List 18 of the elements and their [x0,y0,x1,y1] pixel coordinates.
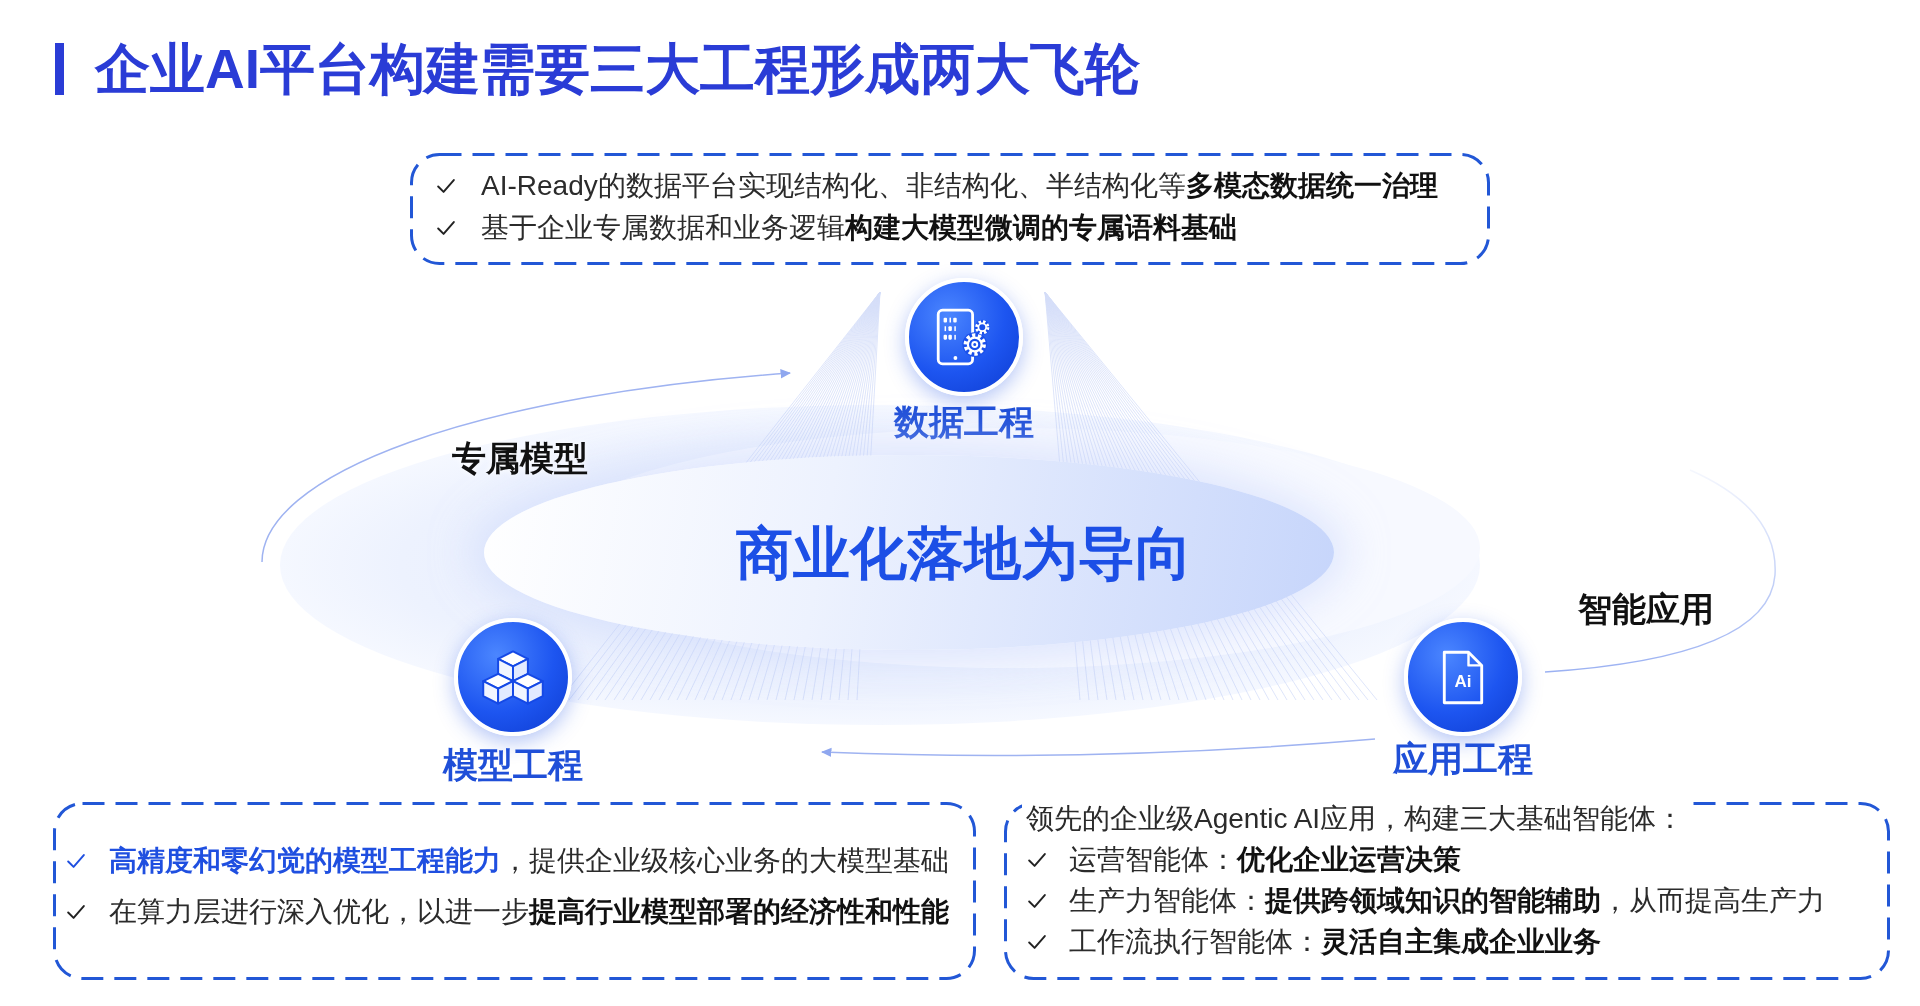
dashed-panel [410,153,1490,265]
node-label: 应用工程 [1393,739,1533,779]
bullet-text: 高精度和零幻觉的模型工程能力，提供企业级核心业务的大模型基础 [109,844,949,878]
bullet-text: 在算力层进行深入优化，以进一步提高行业模型部署的经济性和性能 [109,895,949,929]
bullet-text: 工作流执行智能体：灵活自主集成企业业务 [1069,925,1601,959]
bullet-text: 基于企业专属数据和业务逻辑构建大模型微调的专属语料基础 [481,211,1237,245]
dashed-panel [1004,802,1890,980]
dashed-panel [53,802,976,980]
flywheel-label: 专属模型 [452,440,588,476]
title: 企业AI平台构建需要三大工程形成两大飞轮 [95,37,1140,102]
bullet-text: 运营智能体：优化企业运营决策 [1069,843,1461,877]
flywheel-label: 智能应用 [1578,591,1714,627]
icon-text: Ai [1454,672,1472,692]
node-label: 数据工程 [894,402,1034,442]
center-text: 商业化落地为导向 [736,519,1192,586]
bullet-text: AI-Ready的数据平台实现结构化、非结构化、半结构化等多模态数据统一治理 [481,169,1438,203]
bullet-text: 生产力智能体：提供跨领域知识的智能辅助，从而提高生产力 [1069,884,1825,918]
node-label: 模型工程 [443,745,583,785]
